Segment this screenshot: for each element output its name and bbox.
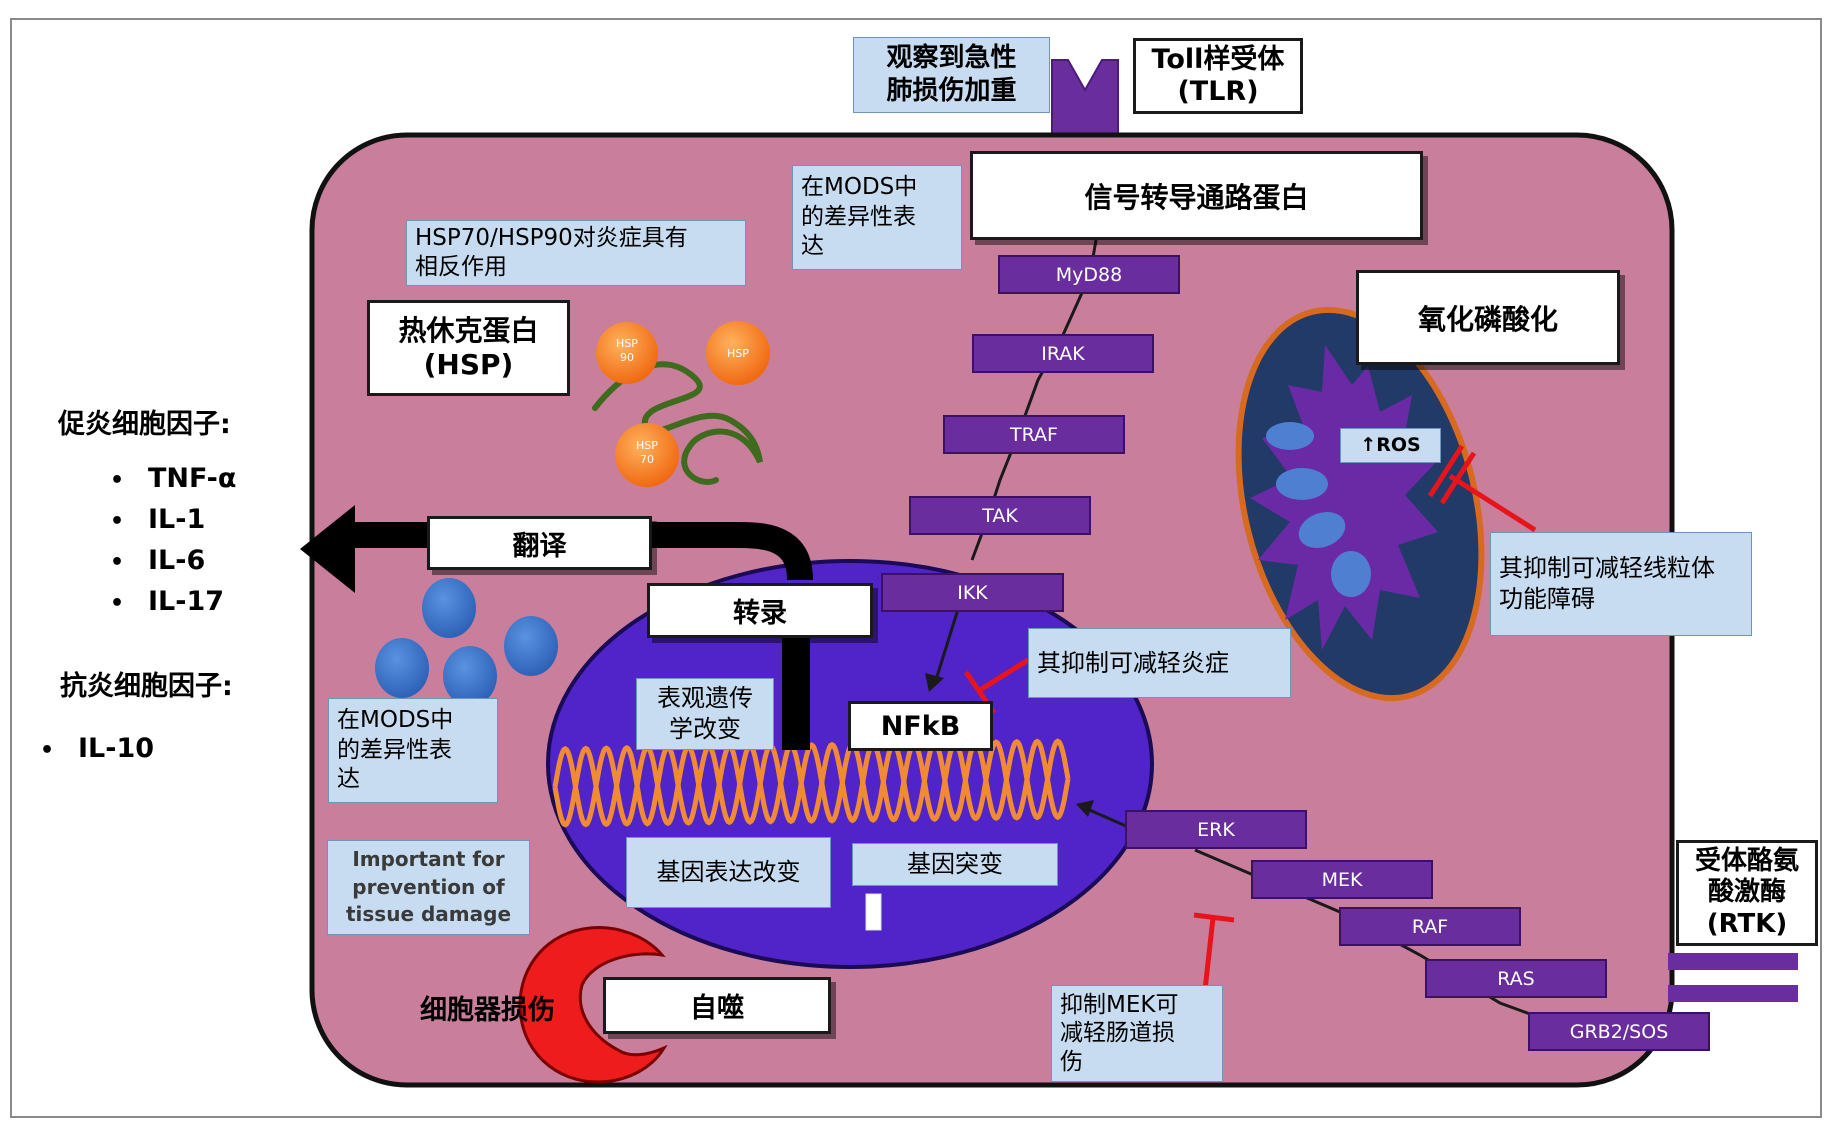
- pro-inflammatory-list: TNF-αIL-1IL-6IL-17: [110, 458, 236, 624]
- tlr-pathway-tak: TAK: [909, 496, 1091, 535]
- hsp-ball: HSP: [706, 321, 770, 385]
- erk-nucleus-arrow-head: [1076, 800, 1094, 817]
- organelle-damage-label: 细胞器损伤: [420, 995, 555, 1026]
- signal-transduction-label: 信号转导通路蛋白: [970, 151, 1423, 240]
- tlr-label: Toll样受体 (TLR): [1133, 38, 1303, 114]
- nucleus-marker: [865, 893, 882, 931]
- mek-inhibition-label: 抑制MEK可 减轻肠道损 伤: [1051, 985, 1223, 1082]
- ros-inhibition-symbol: [1427, 444, 1537, 533]
- hsp-protein-strand: [592, 361, 763, 485]
- rtk-receptor-bar: [1668, 953, 1798, 970]
- mitochondrion: [1235, 306, 1485, 702]
- mods-diff-expression-top: 在MODS中 的差异性表 达: [792, 165, 962, 270]
- tlr-receptor: [1051, 59, 1119, 143]
- rtk-pathway-ras: RAS: [1425, 959, 1607, 998]
- rtk-pathway-grb2-sos: GRB2/SOS: [1528, 1012, 1710, 1051]
- translation-arrow: [355, 522, 813, 581]
- epigenetic-label: 表观遗传 学改变: [636, 678, 774, 750]
- svg-text:HSP70: HSP70: [636, 439, 658, 466]
- mito-inhibition-label: 其抑制可减轻线粒体 功能障碍: [1490, 532, 1752, 636]
- tlr-pathway-ikk: IKK: [881, 573, 1064, 612]
- gene-expression-change-label: 基因表达改变: [626, 837, 831, 908]
- translation-label: 翻译: [427, 516, 652, 570]
- cytokine-item: IL-10: [40, 728, 154, 771]
- cytokine-item: IL-6: [110, 540, 236, 583]
- rtk-receptor-bar: [1668, 985, 1798, 1002]
- gene-mutation-label: 基因突变: [852, 843, 1058, 886]
- tissue-damage-note: Important for prevention of tissue damag…: [327, 840, 530, 935]
- nfkb-inhibition-label: 其抑制可减轻炎症: [1028, 628, 1291, 698]
- autophagy-label: 自噬: [603, 977, 831, 1034]
- oxidative-phosphorylation-label: 氧化磷酸化: [1356, 270, 1620, 365]
- cytokine-item: TNF-α: [110, 458, 236, 501]
- ikk-nfkb-arrow-head: [925, 673, 944, 692]
- transcription-label: 转录: [647, 583, 873, 638]
- cytokine-item: IL-17: [110, 581, 236, 624]
- nfkb-label: NFkB: [848, 701, 993, 751]
- mods-diff-expression-left: 在MODS中 的差异性表 达: [328, 698, 498, 803]
- rtk-label: 受体酪氨 酸激酶 (RTK): [1676, 840, 1818, 946]
- anti-inflammatory-list: IL-10: [40, 728, 154, 771]
- tlr-pathway-traf: TRAF: [943, 415, 1125, 454]
- rtk-pathway-erk: ERK: [1125, 810, 1307, 849]
- rtk-pathway-mek: MEK: [1251, 860, 1433, 899]
- cytokine-vesicles: [375, 578, 558, 706]
- mek-inhibition-symbol: [1193, 912, 1235, 991]
- transcription-bar: [782, 628, 810, 750]
- svg-text:HSP: HSP: [727, 347, 749, 360]
- observed-lung-injury-label: 观察到急性 肺损伤加重: [853, 37, 1050, 113]
- dna-helix: [552, 738, 1071, 828]
- tlr-pathway-irak: IRAK: [972, 334, 1154, 373]
- hsp-effect-label: HSP70/HSP90对炎症具有 相反作用: [406, 220, 746, 286]
- rtk-pathway-raf: RAF: [1339, 907, 1521, 946]
- cytokine-item: IL-1: [110, 499, 236, 542]
- anti-inflammatory-title: 抗炎细胞因子:: [60, 671, 233, 702]
- ros-label: ↑ROS: [1340, 428, 1441, 463]
- translation-arrow-head: [300, 505, 355, 593]
- tlr-pathway-myd88: MyD88: [998, 255, 1180, 294]
- pro-inflammatory-title: 促炎细胞因子:: [58, 409, 231, 440]
- svg-text:HSP90: HSP90: [616, 337, 638, 364]
- autophagosome: [518, 925, 668, 1084]
- figure-frame: [10, 18, 1822, 1118]
- hsp-label: 热休克蛋白 (HSP): [367, 300, 570, 396]
